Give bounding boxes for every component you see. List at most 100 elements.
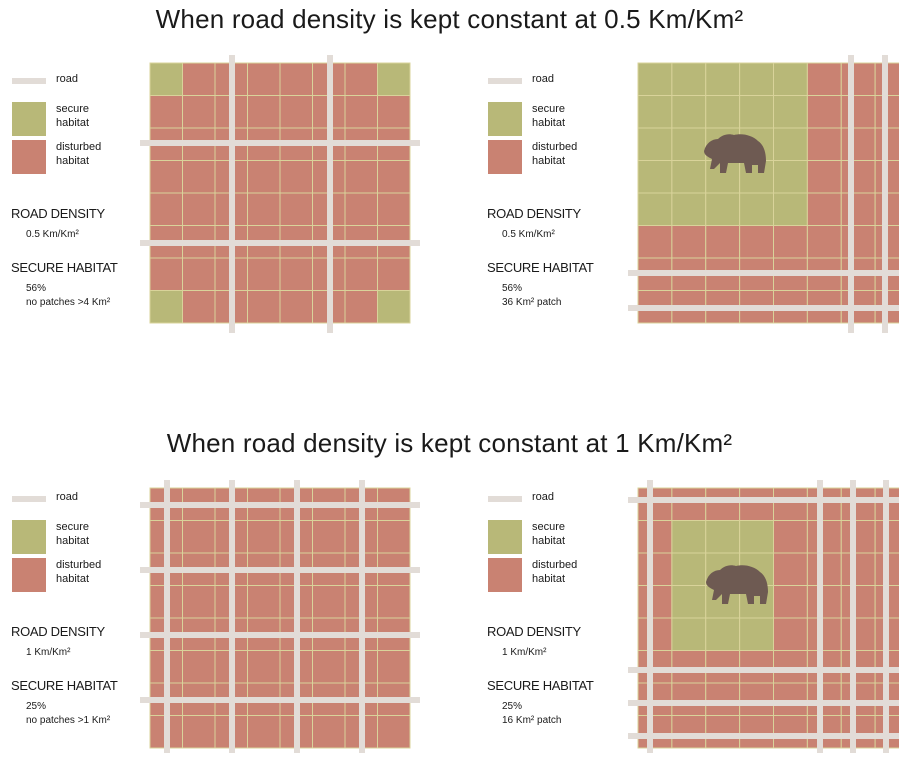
panel-grid-dispersed-1: road secure habitat disturbed habitat RO… xyxy=(0,478,449,778)
secure-cell xyxy=(773,160,808,194)
legend-disturbed-label: disturbed habitat xyxy=(56,141,102,167)
secure-swatch xyxy=(488,520,522,554)
disturbed-cell xyxy=(247,520,281,554)
disturbed-cell xyxy=(377,192,411,226)
disturbed-cell xyxy=(840,520,876,554)
disturbed-cell xyxy=(739,682,774,716)
disturbed-cell xyxy=(377,715,411,749)
secure-cell xyxy=(773,95,808,129)
road-swatch xyxy=(488,78,522,84)
secure-habitat-heading: SECURE HABITAT xyxy=(11,678,118,693)
disturbed-cell xyxy=(247,585,281,619)
road-density-heading: ROAD DENSITY xyxy=(11,624,105,639)
disturbed-cell xyxy=(671,715,707,749)
disturbed-cell xyxy=(671,682,707,716)
secure-swatch xyxy=(12,102,46,136)
disturbed-cell xyxy=(705,225,741,259)
secure-swatch xyxy=(488,102,522,136)
disturbed-cell xyxy=(279,290,313,324)
secure-cell xyxy=(739,192,774,226)
disturbed-cell xyxy=(377,520,411,554)
habitat-grid-dispersed-05 xyxy=(140,55,420,333)
disturbed-swatch xyxy=(488,140,522,174)
disturbed-cell xyxy=(806,682,842,716)
legend-secure: secure habitat xyxy=(488,102,582,136)
secure-cell xyxy=(671,95,707,129)
secure-cell xyxy=(671,617,707,651)
disturbed-cell xyxy=(247,650,281,684)
secure-habitat-heading: SECURE HABITAT xyxy=(487,260,594,275)
secure-cell xyxy=(671,520,707,554)
disturbed-cell xyxy=(739,487,774,521)
disturbed-cell xyxy=(182,585,216,619)
disturbed-cell xyxy=(705,650,741,684)
disturbed-cell xyxy=(344,192,378,226)
disturbed-cell xyxy=(182,192,216,226)
secure-habitat-pct: 56% xyxy=(26,283,47,294)
legend-road-label: road xyxy=(532,73,555,85)
secure-habitat-heading: SECURE HABITAT xyxy=(487,678,594,693)
disturbed-cell xyxy=(806,617,842,651)
disturbed-cell xyxy=(806,192,842,226)
road-horizontal xyxy=(628,733,899,739)
disturbed-cell xyxy=(806,127,842,161)
disturbed-cell xyxy=(182,290,216,324)
road-vertical xyxy=(817,480,823,753)
legend-secure-label: secure habitat xyxy=(532,521,566,547)
secure-cell xyxy=(149,290,183,324)
secure-cell xyxy=(773,127,808,161)
secure-cell xyxy=(671,585,707,619)
disturbed-cell xyxy=(279,95,313,129)
section-title-1: When road density is kept constant at 0.… xyxy=(155,4,744,34)
road-vertical xyxy=(229,55,235,333)
disturbed-cell xyxy=(182,520,216,554)
disturbed-cell xyxy=(182,650,216,684)
habitat-grid-clustered-05 xyxy=(628,55,899,333)
disturbed-cell xyxy=(182,95,216,129)
secure-habitat-pct: 56% xyxy=(502,283,523,294)
secure-cell xyxy=(671,192,707,226)
disturbed-cell xyxy=(705,715,741,749)
disturbed-cell xyxy=(182,160,216,194)
disturbed-cell xyxy=(671,225,707,259)
disturbed-cell xyxy=(773,715,808,749)
legend-disturbed: disturbed habitat xyxy=(488,140,592,174)
secure-habitat-note: 36 Km² patch xyxy=(502,297,562,308)
secure-cell xyxy=(705,62,741,96)
disturbed-cell xyxy=(247,192,281,226)
bear-icon xyxy=(704,134,766,173)
disturbed-cell xyxy=(149,160,183,194)
legend-road: road xyxy=(488,490,554,504)
disturbed-cell xyxy=(344,62,378,96)
legend-disturbed-label: disturbed habitat xyxy=(56,559,102,585)
disturbed-cell xyxy=(377,585,411,619)
secure-cell xyxy=(149,62,183,96)
legend-secure: secure habitat xyxy=(488,520,582,554)
secure-habitat-note: no patches >4 Km² xyxy=(26,297,111,308)
road-horizontal xyxy=(140,502,420,508)
disturbed-cell xyxy=(806,552,842,586)
secure-cell xyxy=(773,62,808,96)
disturbed-cell xyxy=(806,62,842,96)
disturbed-cell xyxy=(344,257,378,291)
section-title-2: When road density is kept constant at 1 … xyxy=(166,428,733,458)
disturbed-cell xyxy=(806,487,842,521)
disturbed-cell xyxy=(806,650,842,684)
road-vertical xyxy=(164,480,170,753)
disturbed-cell xyxy=(637,520,673,554)
road-horizontal xyxy=(628,305,899,311)
road-horizontal xyxy=(628,700,899,706)
secure-cell xyxy=(705,617,741,651)
disturbed-cell xyxy=(344,160,378,194)
secure-habitat-pct: 25% xyxy=(502,701,523,712)
disturbed-cell xyxy=(344,95,378,129)
disturbed-cell xyxy=(377,95,411,129)
disturbed-cell xyxy=(279,257,313,291)
secure-cell xyxy=(637,127,673,161)
disturbed-cell xyxy=(773,552,808,586)
disturbed-cell xyxy=(840,682,876,716)
disturbed-cell xyxy=(705,487,741,521)
disturbed-cell xyxy=(806,160,842,194)
disturbed-cell xyxy=(377,160,411,194)
disturbed-cell xyxy=(247,257,281,291)
